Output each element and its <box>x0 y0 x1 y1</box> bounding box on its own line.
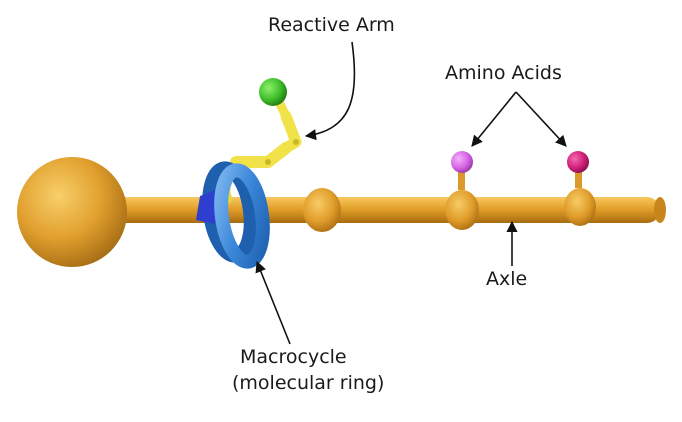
annotation-arrows <box>255 41 567 345</box>
label-amino-acids: Amino Acids <box>445 62 562 84</box>
label-macrocycle-sub: (molecular ring) <box>232 372 385 394</box>
label-reactive-arm: Reactive Arm <box>268 14 395 36</box>
amino-acid-2 <box>567 151 589 188</box>
arrow-amino-acid-2 <box>515 91 567 147</box>
arrow-macrocycle <box>255 260 291 345</box>
amino-acid-1 <box>451 151 473 190</box>
axle-bead <box>303 188 341 232</box>
arrow-amino-acid-1 <box>471 91 517 147</box>
axle-bead <box>445 190 479 230</box>
axle <box>95 188 666 232</box>
macrocycle <box>196 161 270 269</box>
label-axle: Axle <box>486 268 528 290</box>
arrow-reactive-arm <box>304 41 356 141</box>
axle-bead <box>564 188 596 226</box>
label-macrocycle: Macrocycle <box>240 346 347 368</box>
stopper-sphere <box>17 157 127 267</box>
arm-tip-ball <box>259 78 287 106</box>
